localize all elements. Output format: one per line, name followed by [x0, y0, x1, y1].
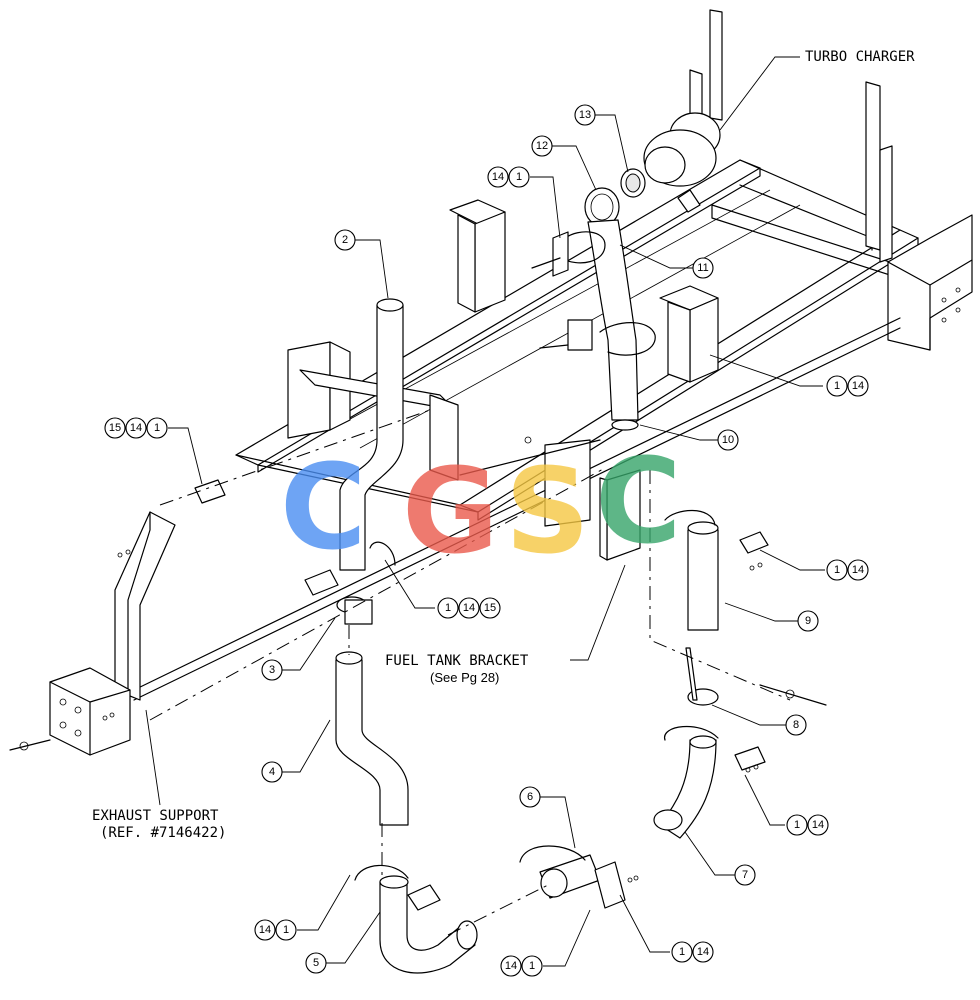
callout-11: 11: [692, 257, 714, 279]
svg-text:2: 2: [342, 234, 348, 246]
watermark-letter-s: S: [505, 442, 590, 580]
callout-7: 7: [734, 864, 756, 886]
callout-8: 8: [785, 714, 807, 736]
svg-text:13: 13: [579, 109, 591, 121]
exhaust-support-label: EXHAUST SUPPORT: [92, 808, 219, 824]
cgsc-watermark: C G S C: [280, 432, 682, 580]
callout-13: 13: [574, 104, 596, 126]
callout-group-14-1-c: 14 1: [500, 955, 543, 977]
callout-group-14-1-a: 14 1: [487, 166, 530, 188]
svg-text:14: 14: [812, 819, 824, 831]
svg-text:14: 14: [505, 960, 517, 972]
watermark-letter-c2: C: [595, 432, 682, 570]
exhaust-support-ref: (REF. #7146422): [100, 825, 226, 841]
svg-text:14: 14: [259, 924, 271, 936]
svg-text:1: 1: [529, 960, 535, 972]
svg-text:1: 1: [283, 924, 289, 936]
svg-text:1: 1: [154, 422, 160, 434]
svg-text:14: 14: [852, 564, 864, 576]
callout-group-1-14-a: 1 14: [826, 375, 869, 397]
fuel-tank-bracket-ref: (See Pg 28): [430, 670, 499, 685]
svg-text:1: 1: [516, 171, 522, 183]
svg-text:14: 14: [130, 422, 142, 434]
callout-2: 2: [334, 229, 356, 251]
callout-group-15-14-1: 15 14 1: [104, 417, 168, 439]
callout-group-1-14-d: 1 14: [671, 941, 714, 963]
svg-text:10: 10: [722, 434, 734, 446]
svg-text:6: 6: [527, 791, 533, 803]
svg-text:1: 1: [794, 819, 800, 831]
callout-3: 3: [261, 659, 283, 681]
svg-text:12: 12: [536, 140, 548, 152]
svg-text:14: 14: [697, 946, 709, 958]
fuel-tank-bracket-label: FUEL TANK BRACKET: [385, 653, 529, 669]
svg-text:8: 8: [793, 719, 799, 731]
svg-text:4: 4: [269, 766, 275, 778]
callout-group-1-14-c: 1 14: [786, 814, 829, 836]
callout-group-14-1-b: 14 1: [254, 919, 297, 941]
fasteners: [102, 436, 827, 883]
callout-bubbles: 2 3 4 5 6 7 8 9 10 11 12 13 14 1 15 14 1…: [104, 104, 869, 977]
svg-text:14: 14: [463, 602, 475, 614]
callout-10: 10: [717, 429, 739, 451]
fuel-tank-bracket: [459, 439, 641, 561]
svg-text:1: 1: [679, 946, 685, 958]
callout-4: 4: [261, 761, 283, 783]
watermark-letter-c1: C: [280, 438, 367, 576]
callout-9: 9: [797, 610, 819, 632]
watermark-letter-g: G: [402, 442, 499, 580]
turbo-charger-label: TURBO CHARGER: [805, 49, 915, 65]
svg-text:1: 1: [834, 564, 840, 576]
callout-group-1-14-b: 1 14: [826, 559, 869, 581]
svg-text:14: 14: [852, 380, 864, 392]
svg-text:15: 15: [109, 422, 121, 434]
callout-6: 6: [519, 786, 541, 808]
svg-text:7: 7: [742, 869, 748, 881]
callout-12: 12: [531, 135, 553, 157]
turbo-charger: [584, 112, 721, 227]
svg-text:1: 1: [834, 380, 840, 392]
svg-text:9: 9: [805, 615, 811, 627]
svg-text:15: 15: [484, 602, 496, 614]
svg-text:5: 5: [313, 957, 319, 969]
u-bolt-clamps: [194, 231, 769, 911]
svg-text:11: 11: [697, 262, 708, 274]
svg-text:3: 3: [269, 664, 275, 676]
exhaust-support: [9, 511, 176, 756]
exhaust-pipes: [335, 219, 719, 974]
svg-text:14: 14: [492, 171, 504, 183]
callout-leaders: [168, 114, 825, 967]
assembly-center-lines: [149, 409, 791, 936]
frame-brackets: [287, 9, 893, 481]
callout-group-1-14-15: 1 14 15: [437, 597, 501, 619]
text-labels: TURBO CHARGER FUEL TANK BRACKET (See Pg …: [92, 49, 915, 841]
svg-text:1: 1: [445, 602, 451, 614]
callout-5: 5: [305, 952, 327, 974]
